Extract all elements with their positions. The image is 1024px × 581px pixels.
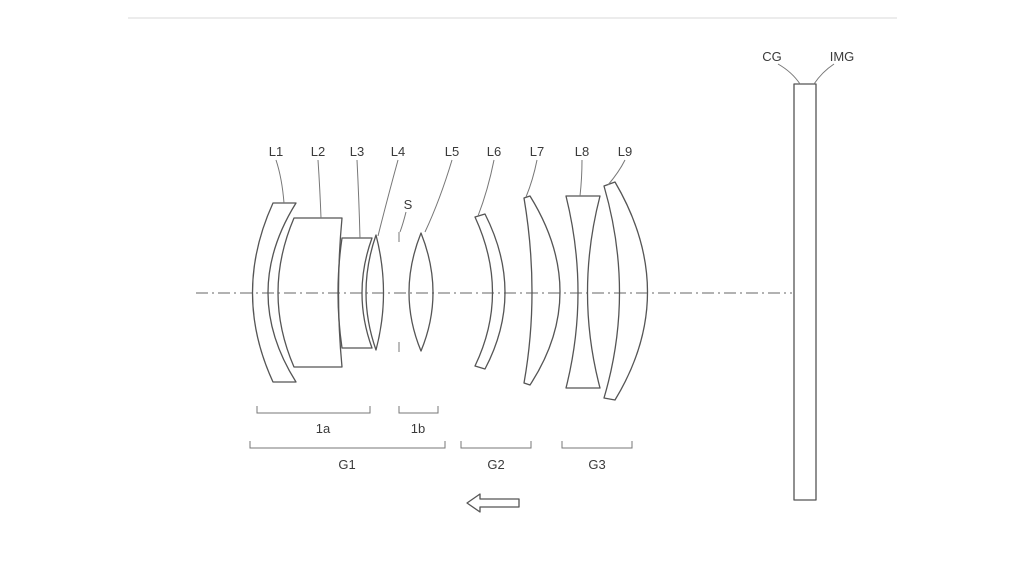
label-stop: S — [404, 197, 413, 212]
lens-l8 — [565, 195, 601, 389]
lens-l3 — [337, 237, 373, 349]
lens-l9 — [603, 181, 649, 401]
bracket-g3 — [561, 441, 633, 449]
label-l8: L8 — [575, 144, 589, 159]
cover-glass — [793, 83, 817, 501]
lens-l6 — [474, 213, 506, 370]
label-g1: G1 — [338, 457, 355, 472]
label-1b: 1b — [411, 421, 425, 436]
bracket-1b — [398, 406, 439, 414]
label-l5: L5 — [445, 144, 459, 159]
label-g2: G2 — [487, 457, 504, 472]
label-cover-glass: CG — [762, 49, 782, 64]
label-l7: L7 — [530, 144, 544, 159]
bracket-g1 — [249, 441, 446, 449]
label-l3: L3 — [350, 144, 364, 159]
lens-l4 — [365, 234, 385, 351]
leader-lines — [275, 63, 835, 239]
lens-l1 — [251, 202, 297, 383]
label-g3: G3 — [588, 457, 605, 472]
bracket-g2 — [460, 441, 532, 449]
label-image-plane: IMG — [830, 49, 855, 64]
label-l2: L2 — [311, 144, 325, 159]
lens-l7 — [523, 195, 561, 386]
label-l9: L9 — [618, 144, 632, 159]
label-l6: L6 — [487, 144, 501, 159]
bracket-1a — [256, 406, 371, 414]
lens-l5 — [408, 232, 434, 352]
left-arrow-icon — [466, 493, 520, 513]
label-1a: 1a — [316, 421, 331, 436]
label-l1: L1 — [269, 144, 283, 159]
label-l4: L4 — [391, 144, 405, 159]
